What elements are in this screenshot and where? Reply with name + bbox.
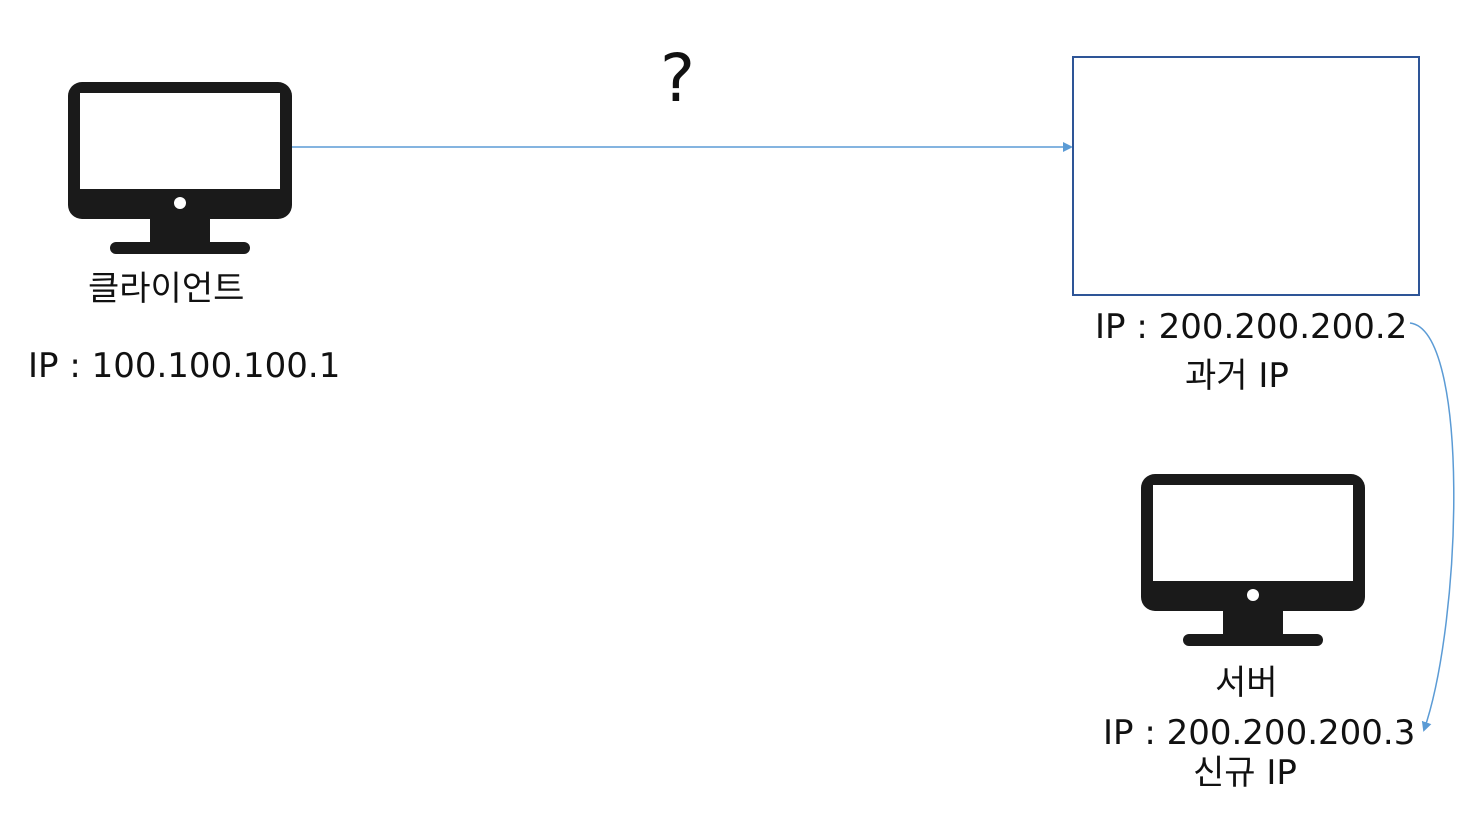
- old-ip-label: 과거 IP: [1185, 356, 1289, 396]
- client-name: 클라이언트: [88, 269, 245, 309]
- client-monitor-icon: [68, 82, 292, 254]
- ip-change-arrow: [1409, 322, 1455, 732]
- request-question-mark: ?: [660, 40, 696, 117]
- server-monitor-icon: [1141, 474, 1365, 646]
- server-ip: IP : 200.200.200.3: [1103, 713, 1416, 753]
- old-server-ip: IP : 200.200.200.2: [1095, 307, 1408, 347]
- client-ip: IP : 100.100.100.1: [28, 346, 341, 386]
- server-name: 서버: [1215, 663, 1278, 703]
- old-server-box: [1072, 56, 1420, 296]
- new-ip-label: 신규 IP: [1193, 753, 1297, 793]
